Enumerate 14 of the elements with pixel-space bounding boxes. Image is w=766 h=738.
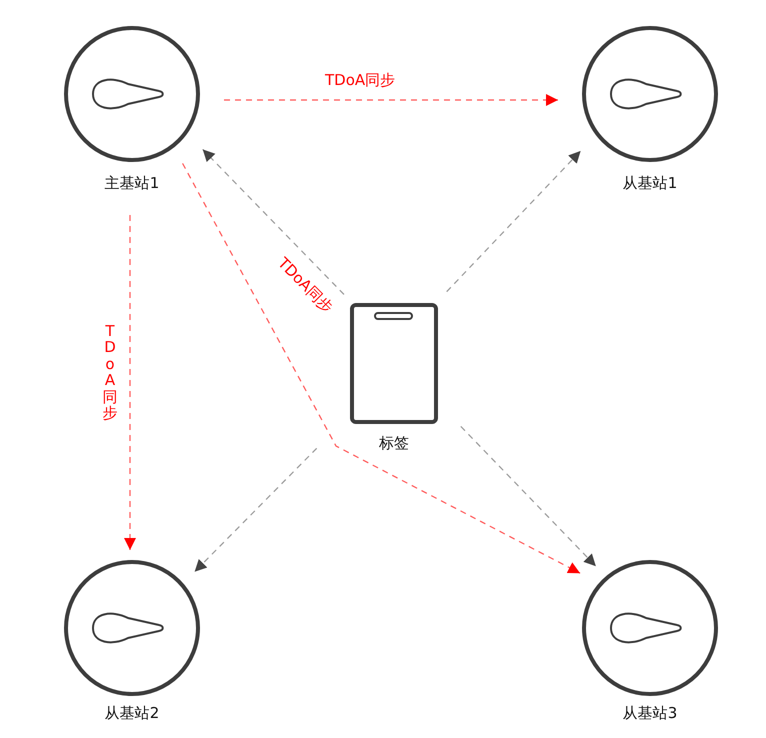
node-label: 从基站2 (104, 704, 160, 723)
node-label: 从基站3 (622, 704, 678, 723)
edge-label: TDoA同步 (102, 322, 118, 422)
arrow (224, 94, 558, 106)
node-label: 主基站1 (104, 174, 160, 193)
arrow (202, 148, 344, 295)
arrow (460, 426, 596, 567)
arrow (182, 163, 580, 574)
node-label: 从基站1 (622, 174, 678, 193)
edge-label: TDoA同步 (325, 72, 396, 88)
arrow (124, 215, 136, 550)
node-label: 标签 (378, 434, 410, 453)
arrow (194, 448, 318, 572)
arrow (446, 150, 582, 292)
